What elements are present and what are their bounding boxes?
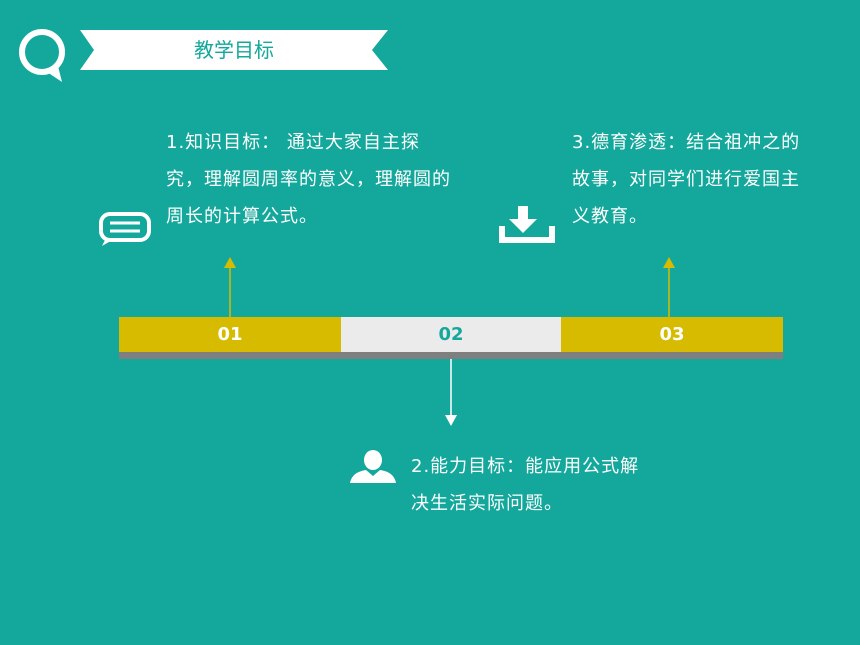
- person-icon: [350, 450, 396, 483]
- timeline-segment-03: 03: [561, 317, 783, 352]
- arrow-up-icon: [663, 257, 675, 318]
- timeline-segment-02: 02: [341, 317, 561, 352]
- download-icon: [499, 206, 555, 243]
- knowledge-objective-text: 1.知识目标： 通过大家自主探究，理解圆周率的意义，理解圆的周长的计算公式。: [166, 132, 451, 227]
- timeline-base: [119, 352, 783, 359]
- arrow-down-icon: [445, 359, 457, 426]
- page-title: 教学目标: [194, 38, 274, 62]
- moral-objective-text: 3.德育渗透：结合祖冲之的故事，对同学们进行爱国主义教育。: [572, 132, 801, 227]
- timeline-segment-01: 01: [119, 317, 341, 352]
- title-banner: [80, 30, 388, 70]
- ability-objective-text: 2.能力目标：能应用公式解决生活实际问题。: [411, 456, 640, 514]
- chat-icon: [99, 212, 151, 246]
- speech-bubble-icon: [19, 29, 65, 82]
- arrow-up-icon: [224, 257, 236, 318]
- timeline: 01 02 03: [119, 317, 783, 359]
